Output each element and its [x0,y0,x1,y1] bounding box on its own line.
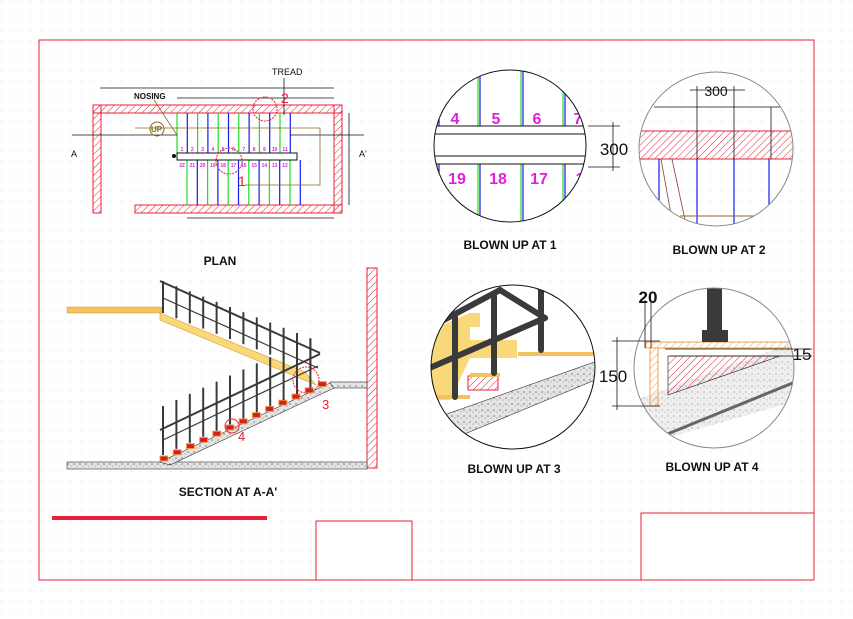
plan-step-number: 20 [200,163,206,169]
section-mark-left: A [71,149,77,159]
detail-3-circle [430,284,596,450]
plan-step-number: 10 [272,147,278,153]
plan-dimensions [72,78,364,219]
detail-4-finish-dim: 15 [793,345,812,364]
detail-1-step-number: 6 [533,111,542,128]
plan-step-number: 6 [232,147,235,153]
detail-2: 300 BLOWN UP AT 2 [638,71,794,257]
callout-circle-4 [224,418,240,434]
section-step [172,449,182,456]
section-title: SECTION AT A-A' [179,485,278,499]
section-step [251,412,261,419]
plan-step-number: 13 [272,163,278,169]
detail-1-title: BLOWN UP AT 1 [463,238,556,252]
plan-step-number: 4 [212,147,215,153]
ground-slab [66,461,368,470]
section-step [185,443,195,450]
plan-title: PLAN [204,254,237,268]
detail-2-dimension: 300 [704,83,728,99]
upper-handrail [159,280,321,354]
callout-3-label: 3 [322,397,329,412]
plan-step-number: 12 [282,163,288,169]
plan-step-number: 16 [241,163,247,169]
section-step [304,387,314,394]
detail-2-title: BLOWN UP AT 2 [672,243,765,257]
plan-step-number: 21 [190,163,196,169]
detail-4-title: BLOWN UP AT 4 [665,460,758,474]
nosing-label: NOSING [134,92,166,101]
section-step [199,436,209,443]
section-step [265,405,275,412]
detail-4-nosing-dim: 20 [639,288,658,307]
section-view: 3 4 SECTION AT A-A' [66,267,378,499]
detail-1-dimension: 300 [600,140,628,159]
callout-1-label: 1 [238,173,246,189]
section-wall [366,267,378,469]
upper-flight [159,312,317,386]
plan-step-number: 18 [220,163,226,169]
plan-step-number: 5 [222,147,225,153]
upper-midrail [162,297,319,369]
detail-1-step-number: 7 [574,111,583,128]
plan-handrail [176,152,298,161]
tread-label: TREAD [272,67,303,77]
sheet-border [38,39,815,581]
lower-flight-steps [159,381,327,462]
detail-4-riser-dim: 150 [599,367,627,386]
plan-step-number: 8 [253,147,256,153]
section-mark-right: A' [359,149,367,159]
section-step [317,381,327,388]
plan-step-number: 11 [282,147,288,153]
title-block [52,512,815,581]
title-box-right [640,512,815,581]
section-step [238,418,248,425]
detail-1-step-number: 5 [492,111,501,128]
plan-step-number: 7 [242,147,245,153]
plan-step-number: 9 [263,147,266,153]
plan-step-number: 2 [191,147,194,153]
detail-3-title: BLOWN UP AT 3 [467,462,560,476]
detail-4-circle [633,287,795,449]
detail-2-circle [638,71,794,227]
callout-4-label: 4 [238,429,245,444]
detail-4: 20 150 15 BLOWN UP AT 4 [599,287,812,474]
up-label: UP [151,125,163,134]
callout-circle-3 [292,366,320,394]
detail-1-circle [433,69,587,223]
section-step [212,430,222,437]
plan-handrail-end [172,154,176,158]
upper-landing [66,306,163,314]
detail-1-step-number: 18 [489,171,507,188]
lower-handrail [159,353,321,431]
plan-step-number: 17 [231,163,237,169]
callout-2-label: 2 [281,90,289,106]
up-circle [149,121,165,137]
plan-step-number: 3 [201,147,204,153]
section-step [278,399,288,406]
section-railings [159,280,321,455]
plan-step-number: 19 [210,163,216,169]
callout-circle-2 [252,96,278,122]
callout-circle-1 [215,147,243,175]
plan-step-number: 14 [262,163,268,169]
detail-3: BLOWN UP AT 3 [430,284,596,476]
section-step [291,393,301,400]
lower-midrail [162,365,319,441]
detail-1-step-number: 4 [451,111,460,128]
detail-1-step-number: 19 [448,171,466,188]
plan-step-number: 1 [181,147,184,153]
title-box-middle [315,520,413,581]
detail-1-step-number: 17 [530,171,548,188]
section-step [225,424,235,431]
section-step [159,455,169,462]
plan-step-number: 15 [251,163,257,169]
plan-step-number: 22 [179,163,185,169]
mid-landing [329,381,368,389]
